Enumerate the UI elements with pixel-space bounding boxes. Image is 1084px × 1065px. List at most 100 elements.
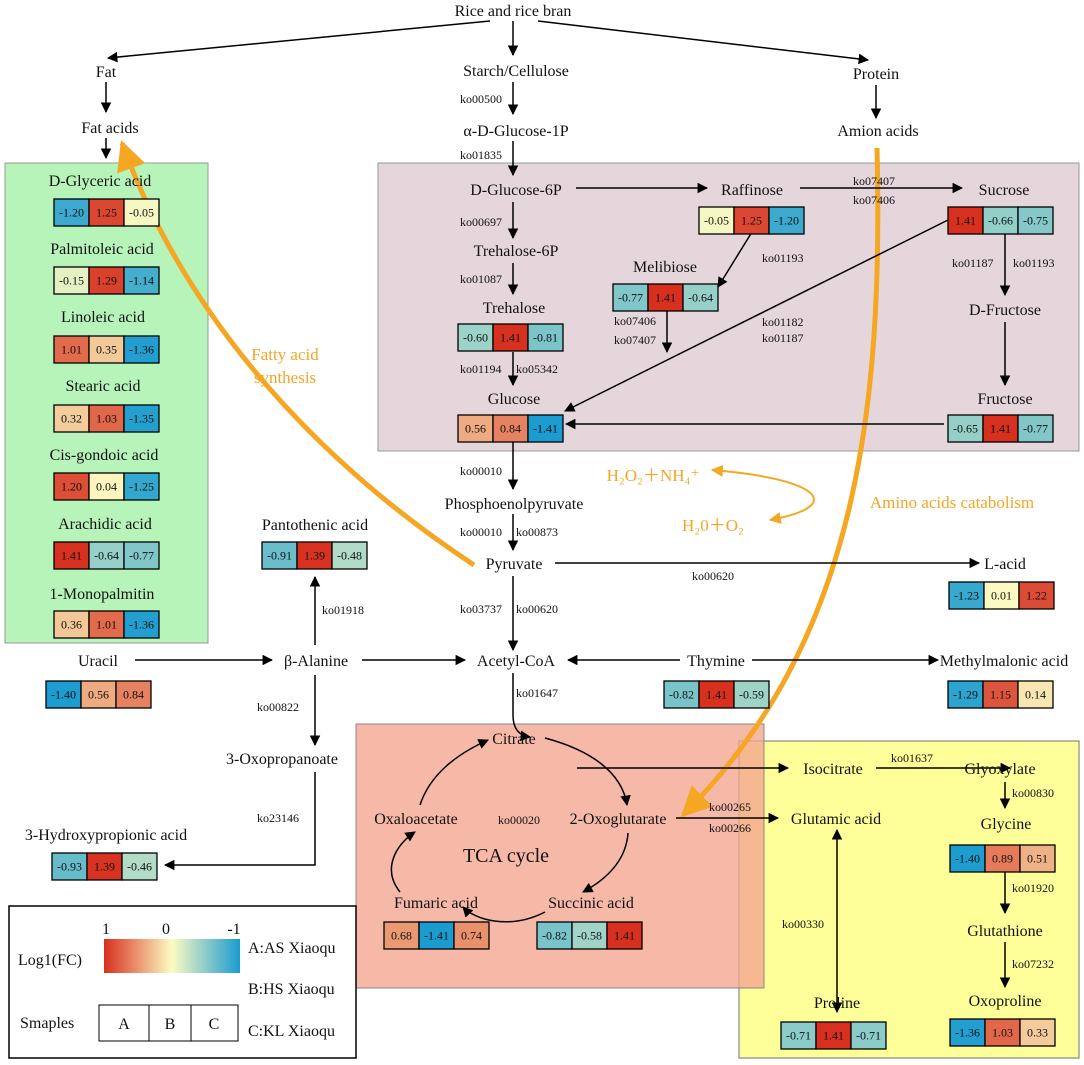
ko-label: ko00822 bbox=[257, 700, 299, 714]
node-fructose: Fructose bbox=[977, 391, 1032, 408]
heatmap-cell bbox=[453, 921, 490, 950]
ko-label: ko01647 bbox=[516, 686, 558, 700]
legend-samples-label: Smaples bbox=[20, 1015, 74, 1032]
heatmap-value: 0.14 bbox=[1025, 688, 1046, 702]
heatmap-cell bbox=[121, 852, 158, 881]
ko-label: ko01193 bbox=[762, 251, 804, 265]
title-rice: Rice and rice bran bbox=[455, 3, 572, 20]
node-proline: Proline bbox=[814, 995, 860, 1012]
legend-sample-b: B bbox=[165, 1016, 176, 1033]
node-starch: Starch/Cellulose bbox=[463, 63, 569, 80]
tca-cycle-label: TCA cycle bbox=[463, 845, 549, 867]
fatty-acid-synthesis-label: Fatty acid bbox=[251, 345, 319, 364]
fatty-acid-region bbox=[4, 162, 209, 644]
heatmap-value: 0.04 bbox=[96, 480, 117, 494]
heatmap-value: -1.20 bbox=[59, 206, 84, 220]
heatmap-value: -0.60 bbox=[463, 331, 488, 345]
heatmap-value: 1.03 bbox=[992, 1026, 1013, 1040]
heatmap-cell bbox=[733, 206, 770, 235]
heatmap-cell bbox=[88, 610, 125, 639]
heatmap-cell bbox=[53, 266, 90, 295]
heatmap-value: -0.77 bbox=[1023, 422, 1048, 436]
heatmap-cell bbox=[53, 404, 90, 433]
heatmap-cell bbox=[88, 335, 125, 364]
node-succinic: Succinic acid bbox=[548, 895, 634, 912]
node-b-alanine: β-Alanine bbox=[284, 653, 348, 670]
legend-sample-c-box bbox=[190, 1004, 239, 1042]
heatmap-value: -0.05 bbox=[704, 214, 729, 228]
heatmap-value: 0.36 bbox=[61, 618, 82, 632]
heatmap-value: -1.25 bbox=[129, 480, 154, 494]
ko-label: ko03737 bbox=[460, 602, 502, 616]
legend-scale-low: -1 bbox=[227, 921, 240, 938]
heatmap-value: -0.91 bbox=[267, 549, 292, 563]
node-raffinose: Raffinose bbox=[721, 182, 783, 199]
node-glucose1p: α-D-Glucose-1P bbox=[463, 123, 568, 140]
ko-label: ko07232 bbox=[1012, 957, 1054, 971]
heatmap-cell bbox=[115, 680, 152, 709]
node-d-glyceric: D-Glyceric acid bbox=[49, 173, 152, 190]
node-uracil: Uracil bbox=[78, 653, 119, 670]
heatmap-value: -0.64 bbox=[94, 549, 119, 563]
ko-label: ko00697 bbox=[460, 215, 502, 229]
heatmap-value: 1.01 bbox=[96, 618, 117, 632]
heatmap-value: -0.05 bbox=[129, 206, 154, 220]
legend-color-scale bbox=[104, 939, 240, 973]
heatmap-value: -0.58 bbox=[577, 929, 602, 943]
ko-label: ko07406 bbox=[614, 314, 656, 328]
ko-label: ko01920 bbox=[1012, 881, 1054, 895]
ko-label: ko07407 bbox=[853, 174, 895, 188]
heatmap-cell bbox=[1019, 1018, 1056, 1047]
heatmap-value: 0.33 bbox=[1027, 1026, 1048, 1040]
node-labels: Rice and rice bran Fat Fat acids Starch/… bbox=[25, 3, 1068, 1012]
heatmap-value: -0.77 bbox=[129, 549, 154, 563]
heatmap-cell bbox=[51, 852, 88, 881]
node-citrate: Citrate bbox=[492, 731, 536, 748]
heatmap-cell bbox=[768, 206, 805, 235]
node-glucose: Glucose bbox=[488, 391, 540, 408]
node-cis-gondoic: Cis-gondoic acid bbox=[50, 447, 159, 464]
heatmap-cell bbox=[1018, 581, 1055, 610]
ko-label: ko01194 bbox=[460, 362, 502, 376]
ko-label: ko00010 bbox=[460, 464, 502, 478]
heatmap-value: -0.93 bbox=[57, 860, 82, 874]
node-arachidic: Arachidic acid bbox=[58, 516, 152, 533]
heatmap-value: -1.36 bbox=[955, 1026, 980, 1040]
heatmap-value: -1.40 bbox=[955, 852, 980, 866]
heatmap-value: -0.82 bbox=[542, 929, 567, 943]
heatmap-value: 1.15 bbox=[990, 688, 1011, 702]
heatmap-cell bbox=[815, 1021, 852, 1050]
amino-region bbox=[738, 740, 1080, 1059]
heatmap-value: 1.25 bbox=[96, 206, 117, 220]
ko-label: ko00830 bbox=[1012, 786, 1054, 800]
legend-scale-high: 1 bbox=[102, 921, 110, 938]
legend: 1 0 -1 Log1(FC) Smaples A B C A:AS Xiaoq… bbox=[8, 905, 357, 1059]
heatmap-cell bbox=[123, 198, 160, 227]
heatmap-value: -1.36 bbox=[129, 343, 154, 357]
heatmap-value: 1.41 bbox=[655, 291, 676, 305]
heatmap-cell bbox=[947, 206, 984, 235]
heatmap-value: -0.48 bbox=[337, 549, 362, 563]
node-protein: Protein bbox=[853, 66, 899, 83]
amino-acids-catabolism-label: Amino acids catabolism bbox=[870, 493, 1034, 512]
legend-sample-a-name: A:AS Xiaoqu bbox=[248, 940, 336, 957]
heatmap-value: 0.32 bbox=[61, 412, 82, 426]
heatmap-cell bbox=[1017, 414, 1054, 443]
heatmap-cell bbox=[698, 680, 735, 709]
node-isocitrate: Isocitrate bbox=[803, 761, 863, 778]
heatmap-value: 1.03 bbox=[96, 412, 117, 426]
node-hydroxypropionic: 3-Hydroxypropionic acid bbox=[25, 827, 187, 844]
heatmap-cell bbox=[527, 414, 564, 443]
ko-label: ko01187 bbox=[952, 256, 994, 270]
legend-sample-a: A bbox=[118, 1016, 130, 1033]
node-stearic: Stearic acid bbox=[65, 378, 140, 395]
